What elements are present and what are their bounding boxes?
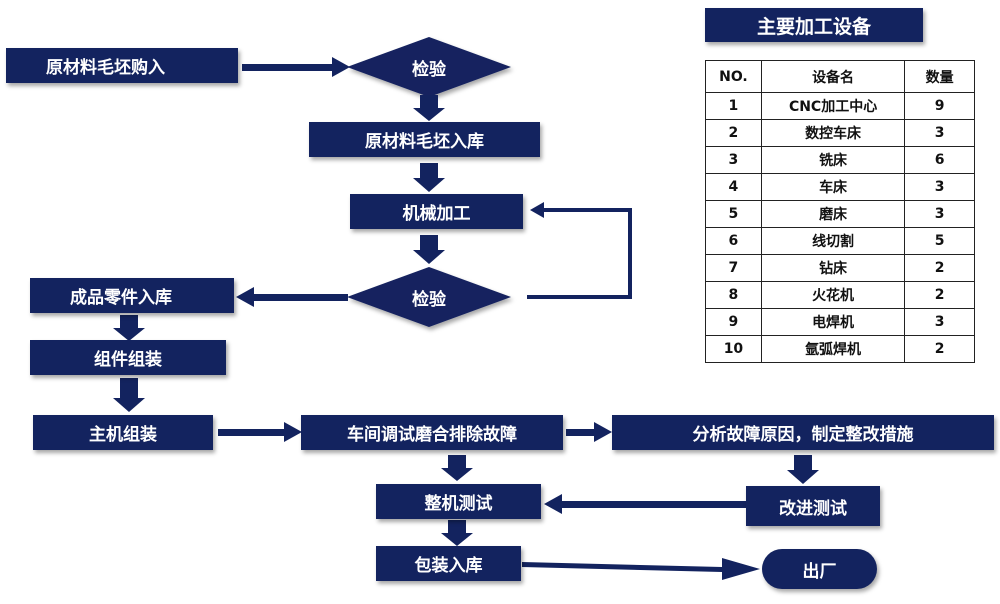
cell-equipment: 火花机 — [760, 281, 906, 309]
inspect-diamond-1 — [347, 37, 511, 97]
analyze-fault-box: 分析故障原因，制定整改措施 — [612, 415, 994, 450]
cell-no: 3 — [705, 146, 762, 174]
inspect-label-1: 检验 — [412, 59, 446, 80]
cell-quantity: 2 — [904, 254, 975, 282]
cell-no: 6 — [705, 227, 762, 255]
cell-equipment: 数控车床 — [760, 119, 906, 147]
cell-quantity: 3 — [904, 308, 975, 336]
cell-equipment: 车床 — [760, 173, 906, 201]
cell-no: 8 — [705, 281, 762, 309]
inspect-diamond-2 — [347, 267, 511, 327]
cell-equipment: CNC加工中心 — [760, 92, 906, 120]
finished-parts-storage-box: 成品零件入库 — [30, 278, 234, 313]
cell-no: 7 — [705, 254, 762, 282]
raw-storage-box: 原材料毛坯入库 — [309, 122, 540, 157]
machining-box: 机械加工 — [350, 194, 523, 229]
cell-quantity: 5 — [904, 227, 975, 255]
header-quantity: 数量 — [904, 60, 975, 93]
ship-box: 出厂 — [762, 549, 877, 589]
header-no: NO. — [705, 60, 762, 93]
cell-quantity: 3 — [904, 173, 975, 201]
cell-quantity: 3 — [904, 200, 975, 228]
cell-equipment: 磨床 — [760, 200, 906, 228]
cell-quantity: 2 — [904, 335, 975, 363]
header-equipment: 设备名 — [760, 60, 906, 93]
main-assembly-box: 主机组装 — [33, 415, 213, 450]
cell-no: 1 — [705, 92, 762, 120]
cell-no: 2 — [705, 119, 762, 147]
cell-no: 10 — [705, 335, 762, 363]
cell-equipment: 线切割 — [760, 227, 906, 255]
cell-quantity: 6 — [904, 146, 975, 174]
improve-test-box: 改进测试 — [746, 486, 880, 526]
full-test-box: 整机测试 — [376, 484, 541, 519]
cell-quantity: 3 — [904, 119, 975, 147]
cell-equipment: 电焊机 — [760, 308, 906, 336]
raw-purchase-box: 原材料毛坯购入 — [6, 48, 238, 83]
cell-equipment: 铣床 — [760, 146, 906, 174]
cell-no: 9 — [705, 308, 762, 336]
table-header-row: NO. 设备名 数量 — [705, 60, 975, 93]
cell-no: 5 — [705, 200, 762, 228]
component-assembly-box: 组件组装 — [30, 340, 226, 375]
cell-no: 4 — [705, 173, 762, 201]
workshop-debug-box: 车间调试磨合排除故障 — [301, 415, 563, 450]
pack-storage-box: 包装入库 — [376, 546, 521, 581]
inspect-label-2: 检验 — [412, 289, 446, 310]
cell-equipment: 氩弧焊机 — [760, 335, 906, 363]
table-title: 主要加工设备 — [705, 8, 923, 42]
cell-quantity: 2 — [904, 281, 975, 309]
cell-equipment: 钻床 — [760, 254, 906, 282]
cell-quantity: 9 — [904, 92, 975, 120]
